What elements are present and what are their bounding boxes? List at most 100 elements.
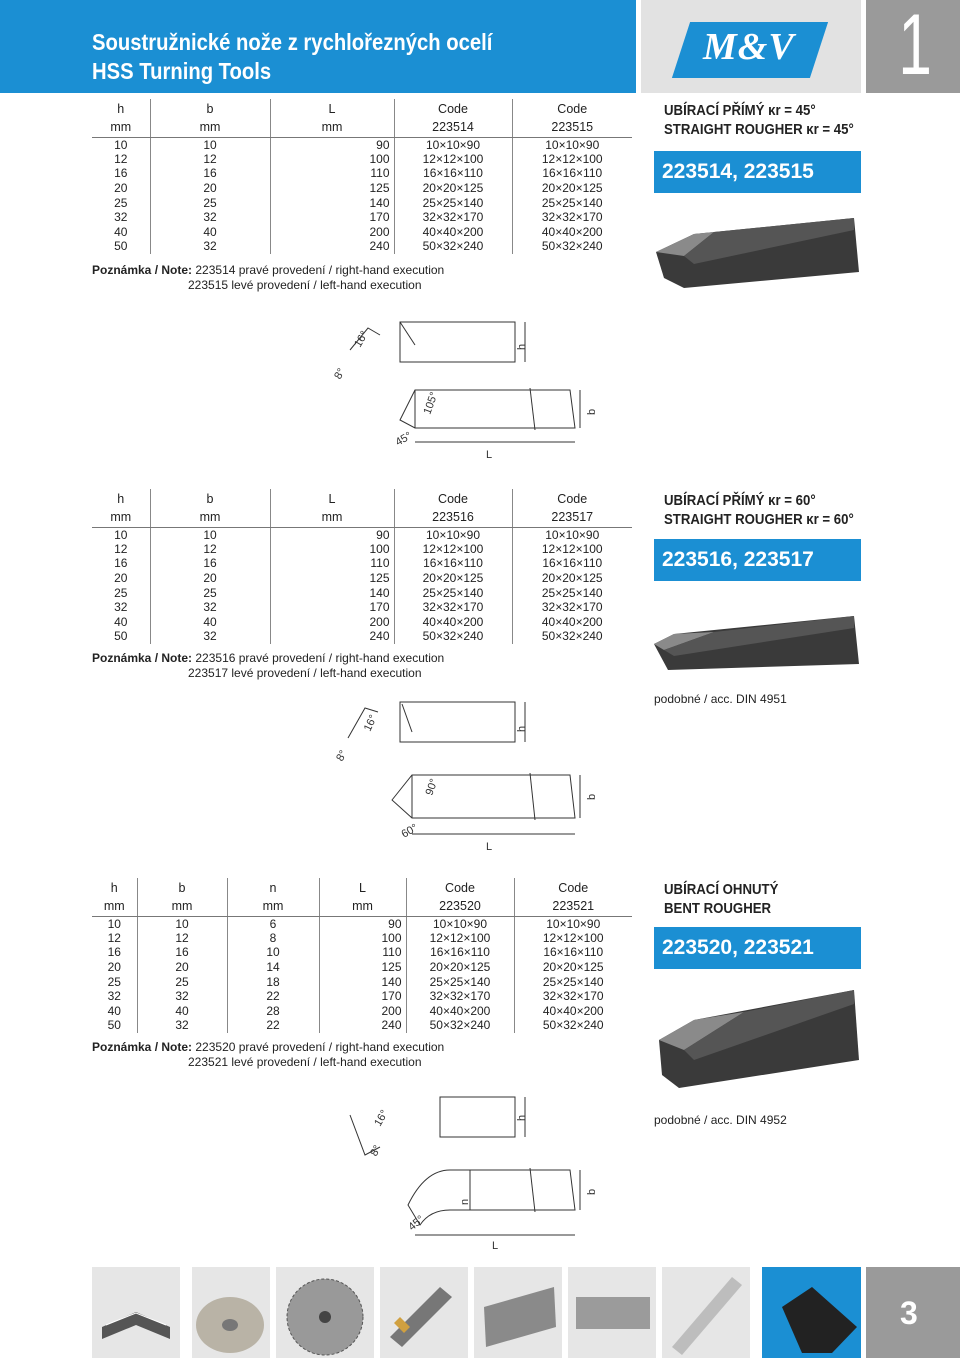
table-cell: 20 xyxy=(136,959,227,975)
title-en: STRAIGHT ROUGHER κr = 60° xyxy=(664,511,854,528)
svg-text:105°: 105° xyxy=(422,391,441,416)
table-cell: 20×20×125 xyxy=(513,959,632,975)
table-cell: 25 xyxy=(136,974,227,989)
table-cell: 40×40×200 xyxy=(511,224,632,240)
table-cell: 100 xyxy=(269,151,394,167)
table-cell: 25×25×140 xyxy=(393,585,512,600)
svg-text:16°: 16° xyxy=(372,1108,391,1128)
section-title: UBÍRACÍ PŘÍMÝ κr = 60° STRAIGHT ROUGHER … xyxy=(664,491,854,529)
table-cell: 125 xyxy=(318,959,406,975)
spec-table-1: h b L Code Code mm mm mm 223514 223515 1… xyxy=(92,99,632,254)
table-cell: 20 xyxy=(149,180,270,196)
table-cell: 12×12×100 xyxy=(405,930,514,946)
svg-text:8°: 8° xyxy=(332,366,348,381)
title-cz: Soustružnické nože z rychlořezných ocelí xyxy=(92,29,493,55)
table-cell: 40 xyxy=(149,614,270,630)
table-cell: 10 xyxy=(114,527,128,542)
table-cell: 50×32×240 xyxy=(513,1018,632,1033)
table-cell: 12×12×100 xyxy=(513,930,632,946)
tool-drawing: 16° 8° 45° h b n L xyxy=(349,1096,598,1252)
table-cell: 110 xyxy=(269,166,394,181)
table-cell: 110 xyxy=(269,556,394,571)
table-cell: 32×32×170 xyxy=(513,988,632,1004)
svg-text:45°: 45° xyxy=(394,430,414,449)
table-cell: 200 xyxy=(269,224,394,240)
table-cell: 140 xyxy=(318,974,406,989)
table-cell: 40 xyxy=(114,614,128,629)
page-number: 3 xyxy=(866,1267,960,1358)
table-cell: 125 xyxy=(269,180,394,196)
unit: mm xyxy=(136,897,227,917)
table-cell: 170 xyxy=(318,988,406,1004)
note: Poznámka / Note: 223520 pravé provedení … xyxy=(92,1040,444,1069)
reamer-icon xyxy=(568,1267,656,1358)
table-cell: 25×25×140 xyxy=(511,585,632,600)
section-title: UBÍRACÍ OHNUTÝ BENT ROUGHER xyxy=(664,880,778,918)
table-cell: 20×20×125 xyxy=(393,180,512,196)
table-cell: 25 xyxy=(149,585,270,600)
table-cell: 12 xyxy=(114,151,128,166)
note-label: Poznámka / Note: xyxy=(92,1040,193,1054)
table-cell: 32×32×170 xyxy=(511,599,632,615)
table-cell: 16 xyxy=(149,556,270,571)
table-cell: 125 xyxy=(269,570,394,586)
table-cell: 20 xyxy=(114,571,128,586)
table-cell: 32 xyxy=(107,989,121,1004)
table-cell: 32×32×170 xyxy=(393,209,512,225)
col-b: b xyxy=(136,878,227,897)
table-cell: 10 xyxy=(149,527,270,542)
table-cell: 40 xyxy=(107,1003,121,1018)
table-cell: 12 xyxy=(136,930,227,946)
col-b: b xyxy=(149,99,270,118)
table-cell: 32 xyxy=(136,988,227,1004)
table-cell: 50×32×240 xyxy=(393,239,512,254)
book-icon xyxy=(92,1267,180,1358)
table-cell: 20 xyxy=(107,960,121,975)
table-cell: 40×40×200 xyxy=(511,614,632,630)
code-badge: 223516, 223517 xyxy=(654,539,861,581)
table-cell: 170 xyxy=(269,209,394,225)
table-cell: 12×12×100 xyxy=(393,541,512,557)
table-cell: 40 xyxy=(136,1003,227,1019)
col-code: Code xyxy=(405,878,514,897)
table-cell: 40×40×200 xyxy=(513,1003,632,1019)
title-en: BENT ROUGHER xyxy=(664,900,772,917)
table-cell: 32 xyxy=(149,629,270,644)
table-cell: 22 xyxy=(226,1018,319,1033)
note: Poznámka / Note: 223516 pravé provedení … xyxy=(92,651,444,680)
table-cell: 10 xyxy=(226,945,319,960)
table-cell: 32 xyxy=(149,239,270,254)
drill-icon xyxy=(380,1267,468,1358)
note-line: 223517 levé provedení / left-hand execut… xyxy=(188,665,422,680)
table-cell: 28 xyxy=(226,1003,319,1019)
note-line: 223520 pravé provedení / right-hand exec… xyxy=(195,1040,445,1054)
svg-text:16°: 16° xyxy=(352,329,371,349)
tool-drawing: 16° 8° 90° 60° h b L xyxy=(334,701,598,853)
col-code: Code xyxy=(513,878,632,897)
table-cell: 10×10×90 xyxy=(405,916,514,931)
note-label: Poznámka / Note: xyxy=(92,651,193,665)
note-line: 223515 levé provedení / left-hand execut… xyxy=(188,277,422,292)
table-cell: 90 xyxy=(318,916,406,931)
table-cell: 10 xyxy=(107,916,121,931)
table-cell: 16 xyxy=(114,166,128,181)
table-cell: 240 xyxy=(318,1018,406,1033)
table-cell: 50 xyxy=(114,239,128,254)
table-cell: 32×32×170 xyxy=(393,599,512,615)
table-cell: 50 xyxy=(107,1018,121,1033)
table-cell: 16×16×110 xyxy=(511,166,632,181)
table-cell: 25×25×140 xyxy=(393,195,512,210)
unit: mm xyxy=(149,118,270,138)
